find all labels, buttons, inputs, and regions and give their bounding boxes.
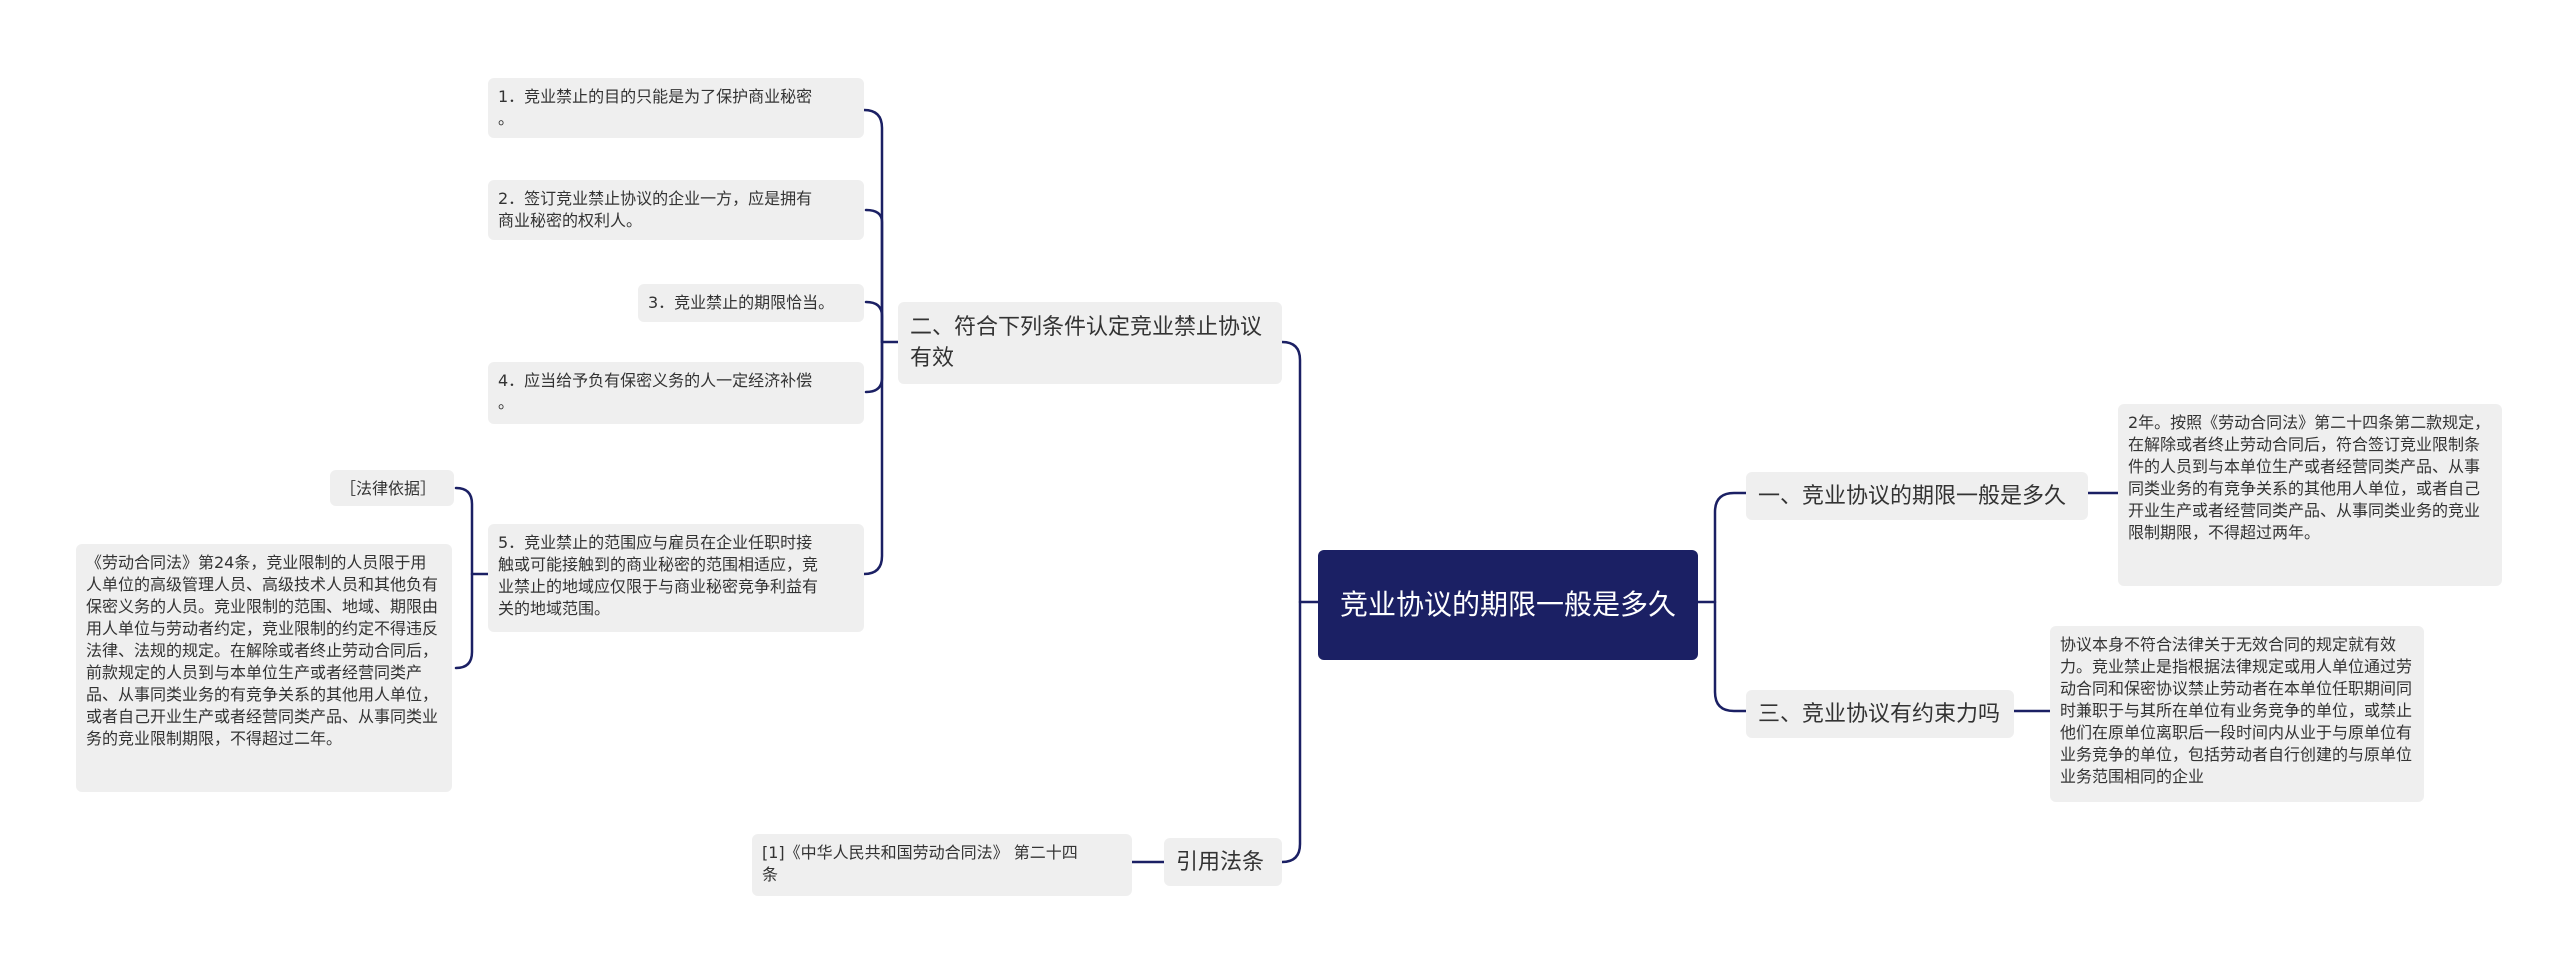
root-topic[interactable]: 竞业协议的期限一般是多久 (1318, 550, 1698, 660)
link-conditions-items (862, 108, 900, 344)
legal-basis-label[interactable]: ［法律依据］ (330, 470, 454, 506)
link-root-conditions (1280, 340, 1320, 604)
link-item5-legal (454, 486, 490, 576)
binding-detail[interactable]: 协议本身不符合法律关于无效合同的规定就有效力。竞业禁止是指根据法律规定或用人单位… (2050, 626, 2424, 802)
branch-duration[interactable]: 一、竞业协议的期限一般是多久 (1746, 472, 2088, 520)
link-root-citation (1280, 600, 1302, 864)
legal-basis-text[interactable]: 《劳动合同法》第24条，竞业限制的人员限于用人单位的高级管理人员、高级技术人员和… (76, 544, 452, 792)
duration-detail[interactable]: 2年。按照《劳动合同法》第二十四条第二款规定，在解除或者终止劳动合同后，符合签订… (2118, 404, 2502, 586)
link-root-duration (1696, 491, 1748, 604)
branch-citation[interactable]: 引用法条 (1164, 838, 1282, 886)
condition-item-5[interactable]: 5．竞业禁止的范围应与雇员在企业任职时接 触或可能接触到的商业秘密的范围相适应，… (488, 524, 864, 632)
citation-detail[interactable]: [1]《中华人民共和国劳动合同法》 第二十四 条 (752, 834, 1132, 896)
link-root-binding (1713, 600, 1748, 713)
condition-item-2[interactable]: 2．签订竞业禁止协议的企业一方，应是拥有 商业秘密的权利人。 (488, 180, 864, 240)
condition-item-3[interactable]: 3．竞业禁止的期限恰当。 (638, 284, 864, 322)
branch-conditions[interactable]: 二、符合下列条件认定竞业禁止协议有效 (898, 302, 1282, 384)
condition-item-4[interactable]: 4．应当给予负有保密义务的人一定经济补偿 。 (488, 362, 864, 424)
branch-binding[interactable]: 三、竞业协议有约束力吗 (1746, 690, 2014, 738)
condition-item-1[interactable]: 1．竞业禁止的目的只能是为了保护商业秘密 。 (488, 78, 864, 138)
